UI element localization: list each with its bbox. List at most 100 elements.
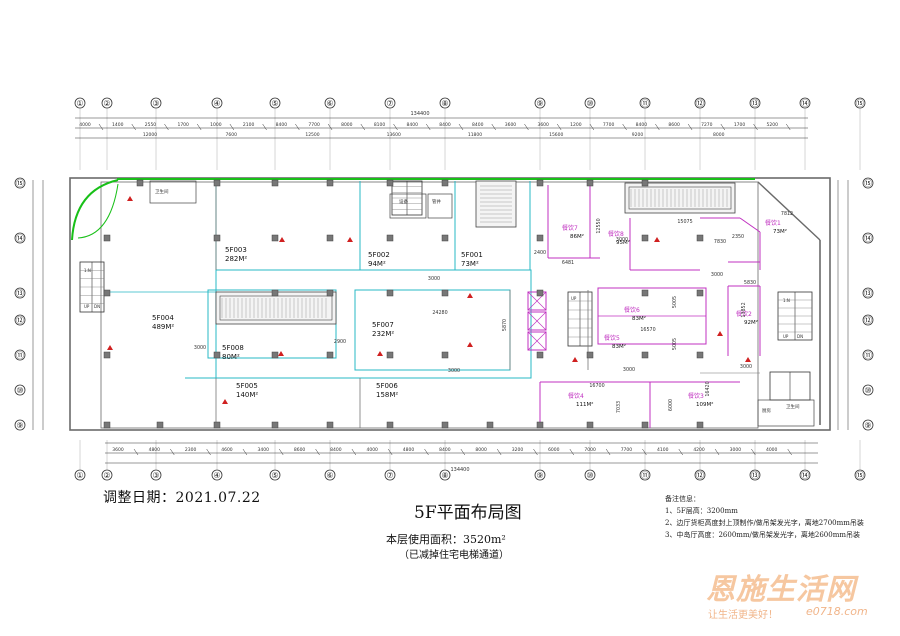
dim-top: 1200 — [570, 122, 582, 128]
dim-tick — [315, 448, 320, 456]
dim-top: 8100 — [374, 122, 386, 128]
dim-tick — [687, 123, 693, 131]
structural-column — [536, 234, 544, 242]
dim-tick — [605, 448, 611, 456]
unit-area: 232M² — [372, 330, 394, 338]
inner-dim: 7033 — [616, 401, 622, 413]
axis-label-top: ⑤ — [271, 99, 278, 108]
axis-bubble-left — [14, 419, 26, 431]
dim-bottom: 8400 — [439, 447, 451, 453]
escalator-vertical — [475, 180, 517, 228]
room-label: 管井 — [432, 198, 441, 205]
dining-area: 83M² — [632, 315, 646, 322]
structural-column — [213, 179, 221, 187]
dim-bottom: 4100 — [657, 447, 669, 453]
structural-column — [441, 234, 449, 242]
dim-tick — [133, 448, 139, 456]
dim-bottom: 8000 — [475, 447, 487, 453]
axis-label-top: ③ — [152, 99, 159, 108]
dim-tick — [393, 123, 398, 131]
structural-column — [386, 421, 394, 429]
dim-tick — [787, 448, 792, 456]
unit-code: 5F007 — [372, 321, 394, 329]
structural-column — [441, 351, 449, 359]
dining-area: 111M² — [576, 401, 593, 408]
axis-bubble-right — [862, 349, 874, 361]
structural-column — [536, 289, 544, 297]
dining-name: 餐饮5 — [604, 334, 620, 342]
axis-label-top: ⑦ — [386, 99, 393, 108]
sprinkler-marker — [745, 357, 751, 362]
adjust-date: 调整日期：2021.07.22 — [103, 490, 261, 506]
axis-label-top: ① — [76, 99, 83, 108]
escalator-north — [624, 182, 736, 214]
axis-label-top: ⑧ — [441, 99, 448, 108]
structural-column — [326, 289, 334, 297]
axis-label-right: ⑬ — [864, 289, 872, 298]
inner-dim: 3000 — [623, 367, 635, 373]
dim-tick — [351, 448, 357, 456]
dining-name: 餐饮4 — [568, 392, 584, 400]
dim-tick — [786, 123, 791, 131]
axis-label-left: ⑬ — [16, 289, 24, 298]
axis-bubble-right — [862, 177, 874, 189]
unit-area: 73M² — [461, 260, 479, 268]
dim-top: 2100 — [243, 122, 255, 128]
inner-dim: 3000 — [448, 368, 460, 374]
dim-top: 2550 — [145, 122, 157, 128]
axis-label-top: ⑮ — [856, 99, 864, 108]
sprinkler-marker — [107, 345, 113, 350]
utility-room-n2 — [427, 193, 453, 219]
axis-label-bottom: ⑭ — [801, 471, 809, 480]
stair-label: DN — [797, 334, 803, 339]
axis-bubble-left — [14, 177, 26, 189]
unit-area: 489M² — [152, 323, 174, 331]
dim-tick — [242, 448, 248, 456]
sprinkler-marker — [654, 237, 660, 242]
dim-tick — [196, 123, 202, 131]
axis-label-left: ⑨ — [16, 421, 23, 430]
inner-dim: 5830 — [744, 280, 756, 286]
structural-column — [103, 421, 111, 429]
dim-top: 1700 — [734, 122, 746, 128]
axis-bubble-left — [14, 314, 26, 326]
dim-top-2: 8000 — [713, 132, 725, 138]
dim-top: 7700 — [308, 122, 320, 128]
inner-wall — [100, 181, 759, 429]
dim-tick — [589, 123, 595, 131]
utility-room-n1 — [389, 193, 427, 219]
axis-bubble-left — [14, 232, 26, 244]
dim-tick — [753, 123, 758, 131]
axis-label-top: ② — [103, 99, 110, 108]
dining-area: 92M² — [744, 319, 758, 326]
axis-label-bottom: ⑩ — [586, 471, 593, 480]
axis-label-bottom: ③ — [152, 471, 159, 480]
structural-column — [386, 234, 394, 242]
unit-code: 5F003 — [225, 246, 247, 254]
dim-top-2: 12000 — [143, 132, 157, 138]
axis-label-left: ⑫ — [16, 316, 24, 325]
axis-label-right: ⑩ — [864, 386, 871, 395]
unit-code: 5F002 — [368, 251, 390, 259]
inner-dim: 2400 — [534, 250, 546, 256]
dim-bottom: 4000 — [366, 447, 378, 453]
inner-dim: 3000 — [616, 237, 628, 243]
structural-column — [386, 179, 394, 187]
structural-column — [536, 421, 544, 429]
dim-bottom: 7000 — [584, 447, 596, 453]
axis-label-bottom: ② — [103, 471, 110, 480]
remarks-heading: 备注信息： — [665, 495, 700, 503]
room-label: 卫生间 — [155, 188, 169, 195]
inner-dim: 3000 — [740, 364, 752, 370]
axis-label-right: ⑭ — [864, 234, 872, 243]
axis-label-bottom: ⑨ — [536, 471, 543, 480]
unit-area: 158M² — [376, 391, 398, 399]
dim-top-2: 11800 — [468, 132, 482, 138]
sprinkler-marker — [467, 342, 473, 347]
inner-dim: 5005 — [672, 296, 678, 308]
dim-top: 1000 — [210, 122, 222, 128]
dim-bottom: 4000 — [766, 447, 778, 453]
remark-2: 2、边厅货柜高度封上顶制作/做吊架发光字，离地2700mm吊装 — [665, 519, 864, 527]
axis-label-right: ⑮ — [864, 179, 872, 188]
